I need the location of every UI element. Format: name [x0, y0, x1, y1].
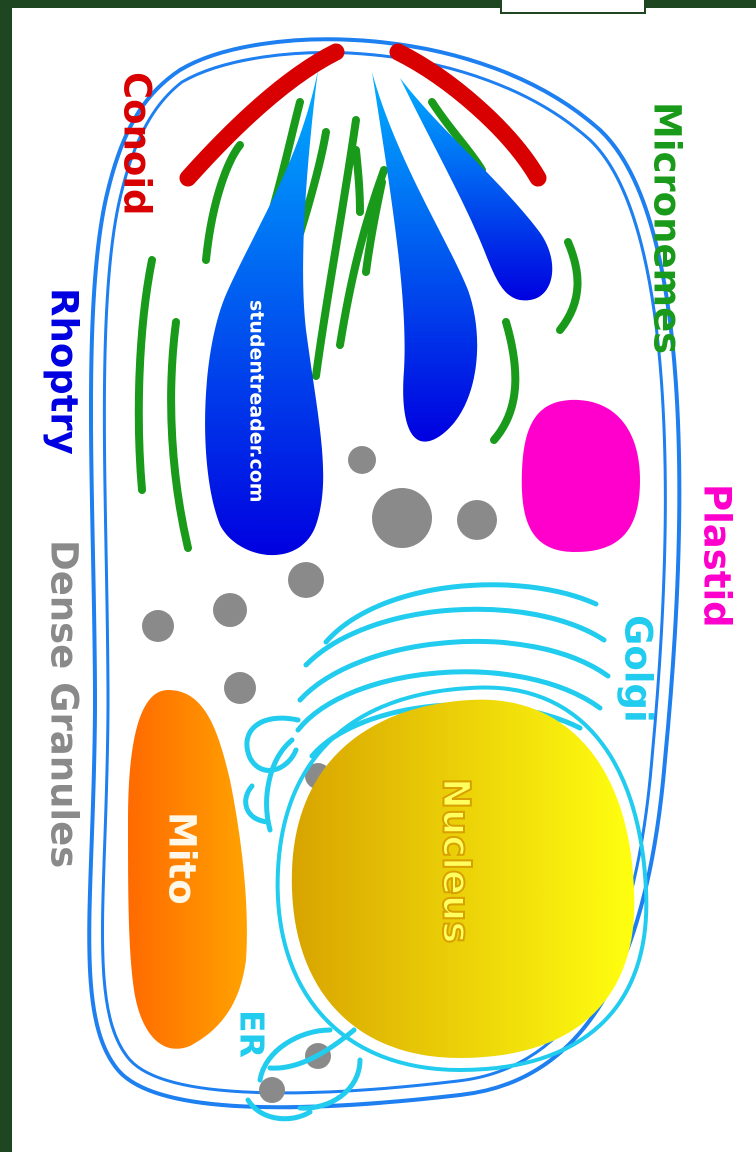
conoid	[188, 52, 538, 178]
label-er: ER	[233, 1010, 272, 1058]
watermark: studentreader.com	[246, 300, 268, 503]
label-golgi: Golgi	[617, 615, 660, 723]
label-plastid: Plastid	[696, 484, 739, 628]
label-conoid: Conoid	[116, 72, 159, 216]
label-nucleus: Nucleus	[435, 778, 478, 943]
plastid	[522, 400, 640, 552]
label-micronemes: Micronemes	[646, 102, 689, 354]
label-rhoptry: Rhoptry	[43, 288, 86, 455]
label-dense-granules: Dense Granules	[43, 540, 86, 868]
label-mito: Mito	[161, 812, 204, 905]
